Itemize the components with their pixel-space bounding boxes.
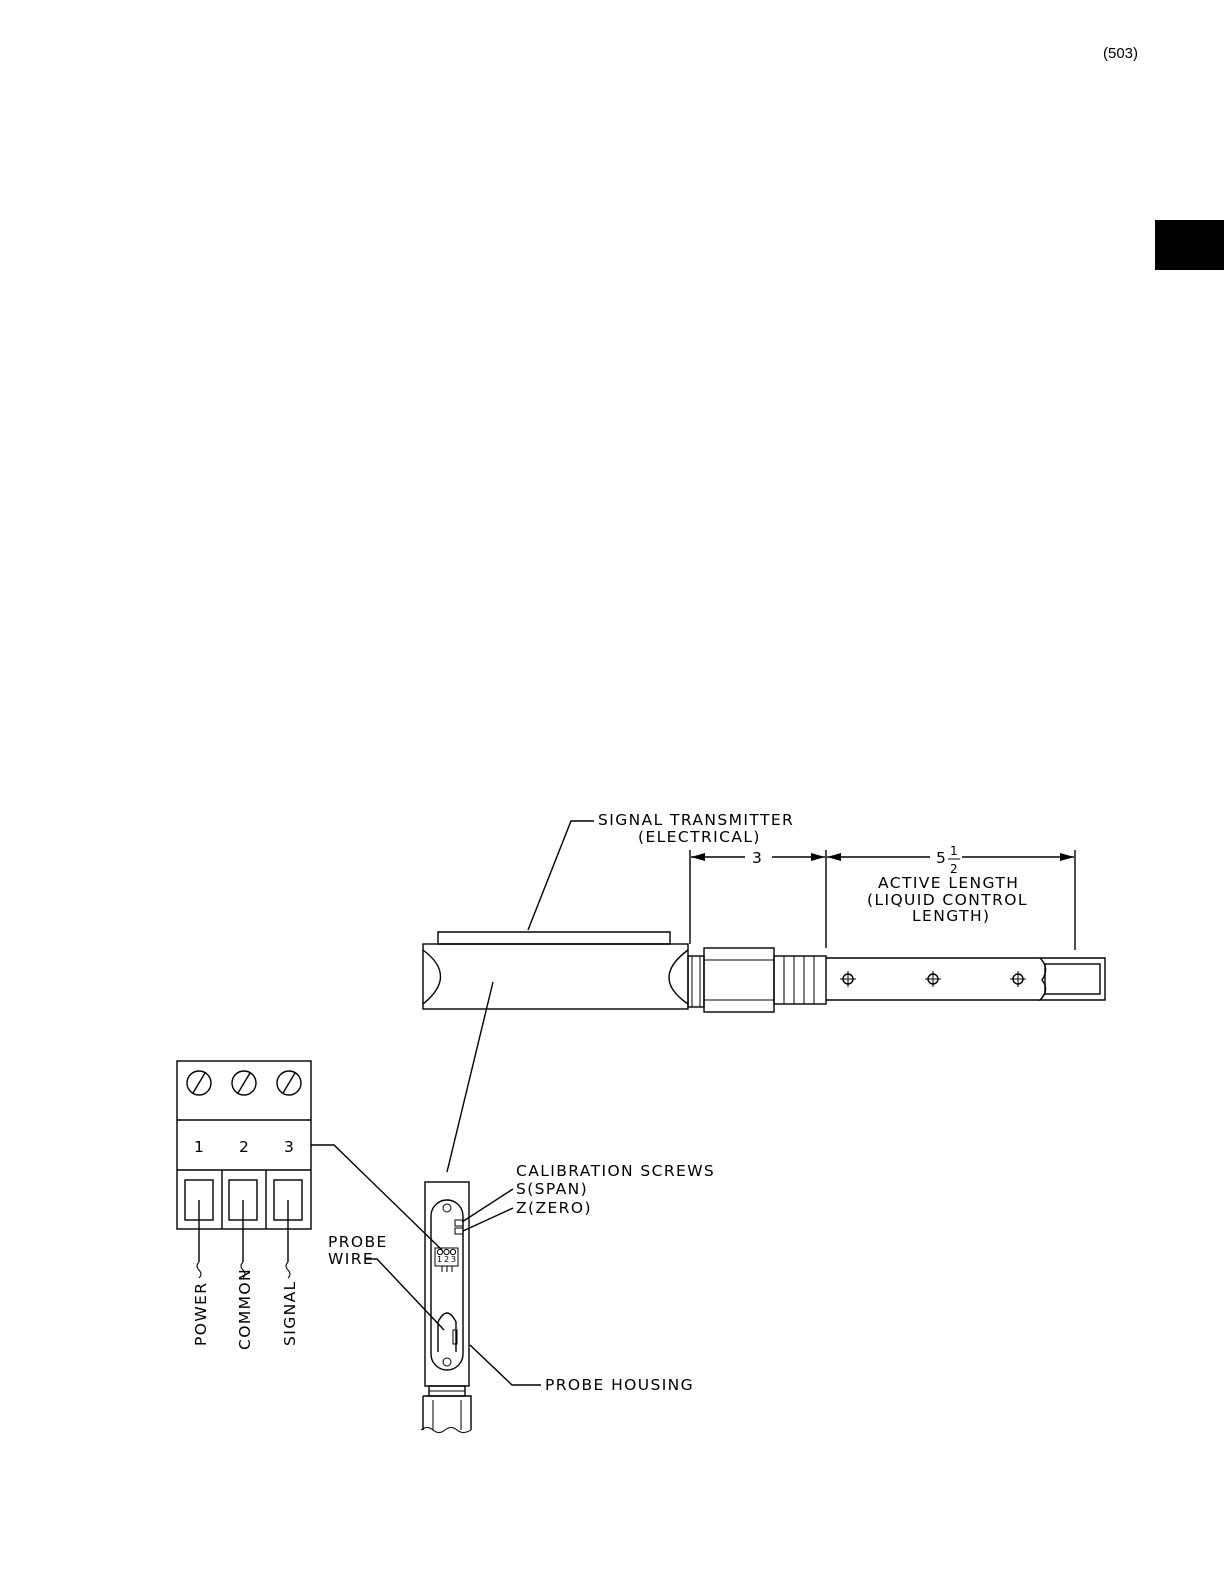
probe-housing-label: PROBE HOUSING bbox=[545, 1376, 694, 1394]
terminal-number-3: 3 bbox=[284, 1138, 295, 1156]
wire-label-common: COMMON bbox=[236, 1268, 254, 1350]
dimension-5-half: 5 1 2 ACTIVE LENGTH (LIQUID CONTROL LENG… bbox=[827, 844, 1075, 950]
signal-transmitter-sublabel: (ELECTRICAL) bbox=[638, 828, 761, 846]
mounting-hole bbox=[443, 1204, 451, 1212]
mini-terminal-3: 3 bbox=[451, 1255, 456, 1264]
transmitter-leader-line bbox=[528, 821, 594, 930]
signal-transmitter-label: SIGNAL TRANSMITTER bbox=[598, 811, 794, 829]
terminal-screw-icon bbox=[187, 1071, 211, 1095]
probe-tip-slot bbox=[1045, 964, 1100, 994]
wire-label-power: POWER bbox=[192, 1282, 210, 1346]
dimension-5-numerator: 1 bbox=[950, 844, 959, 858]
probe-grip bbox=[774, 956, 826, 1004]
transmitter-lid bbox=[438, 932, 670, 944]
transmitter-housing bbox=[423, 944, 688, 1009]
dimension-3-label: 3 bbox=[752, 849, 763, 867]
probe-label: PROBE bbox=[328, 1233, 388, 1251]
hex-nut bbox=[704, 948, 774, 1012]
housing-leader-line bbox=[447, 982, 493, 1172]
probe-housing-callout: PROBE HOUSING bbox=[470, 1345, 694, 1394]
dimension-5-whole: 5 bbox=[936, 849, 947, 867]
terminal-number-2: 2 bbox=[239, 1138, 250, 1156]
calibration-screws-label: CALIBRATION SCREWS bbox=[516, 1162, 715, 1180]
zero-label: Z(ZERO) bbox=[516, 1199, 592, 1217]
terminal-screw-icon bbox=[232, 1071, 256, 1095]
arrow-head bbox=[691, 853, 705, 861]
wire-label-signal: SIGNAL bbox=[281, 1280, 299, 1346]
probe-hole bbox=[840, 971, 856, 987]
probe-hole bbox=[1010, 971, 1026, 987]
span-label: S(SPAN) bbox=[516, 1180, 588, 1198]
mounting-hole bbox=[443, 1358, 451, 1366]
probe-wire-leader-line bbox=[366, 1259, 444, 1330]
mini-terminal-1: 1 bbox=[437, 1255, 442, 1264]
length-label: LENGTH) bbox=[912, 907, 990, 925]
calibration-callout: CALIBRATION SCREWS S(SPAN) Z(ZERO) bbox=[462, 1162, 715, 1231]
dimension-3: 3 bbox=[690, 849, 826, 948]
probe-rod bbox=[826, 958, 1105, 1000]
terminal-block: 1 2 3 POWER COMMON SIGNAL bbox=[177, 1061, 311, 1350]
mini-terminal-2: 2 bbox=[444, 1255, 449, 1264]
arrow-head bbox=[811, 853, 825, 861]
terminal-number-1: 1 bbox=[194, 1138, 205, 1156]
probe-housing-leader-line bbox=[470, 1345, 541, 1385]
signal-transmitter-callout: SIGNAL TRANSMITTER (ELECTRICAL) bbox=[528, 811, 794, 930]
active-length-label: ACTIVE LENGTH bbox=[878, 874, 1019, 892]
probe-wire-callout: PROBE WIRE bbox=[328, 1233, 444, 1330]
fitting-collar bbox=[688, 956, 704, 1007]
probe-housing: 1 2 3 bbox=[421, 1182, 471, 1433]
probe-hole bbox=[925, 971, 941, 987]
arrow-head bbox=[827, 853, 841, 861]
housing-cable bbox=[423, 1396, 471, 1430]
span-screw-icon bbox=[455, 1220, 463, 1226]
arrow-head bbox=[1060, 853, 1074, 861]
transmitter-end-cap-right bbox=[669, 950, 688, 1004]
zero-leader-line bbox=[463, 1208, 513, 1231]
terminal-screw-icon bbox=[277, 1071, 301, 1095]
transmitter-body bbox=[423, 932, 826, 1012]
zero-screw-icon bbox=[455, 1228, 463, 1234]
transmitter-end-cap-left bbox=[423, 950, 441, 1004]
